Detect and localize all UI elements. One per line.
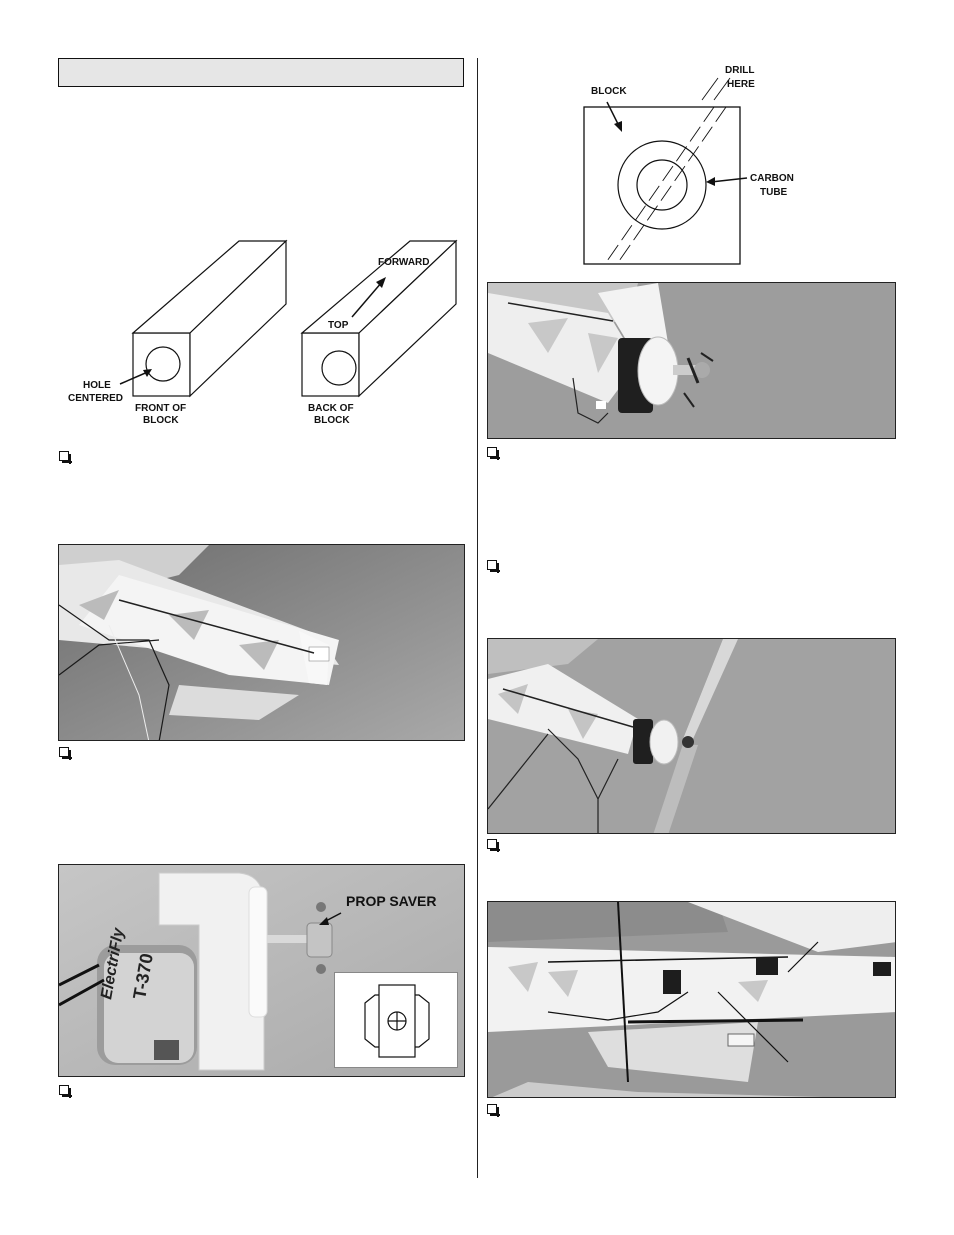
radio-gear-photo [487, 901, 896, 1098]
step-checkbox[interactable] [487, 560, 500, 573]
label-forward: FORWARD [378, 257, 429, 268]
propeller-mounted-photo [487, 638, 896, 834]
label-block: BLOCK [591, 86, 627, 97]
step-checkbox[interactable] [487, 839, 500, 852]
label-top: TOP [328, 320, 349, 331]
prop-saver-inset [334, 972, 458, 1068]
label-front-line1: FRONT OF [135, 403, 186, 414]
label-hole-line2: CENTERED [68, 393, 123, 404]
label-carbon: CARBON [750, 173, 794, 184]
back-block [300, 239, 458, 398]
label-back-line1: BACK OF [308, 403, 354, 414]
step-checkbox[interactable] [59, 1085, 72, 1098]
label-here: HERE [727, 79, 755, 90]
column-divider [477, 58, 478, 1178]
step-checkbox[interactable] [487, 1104, 500, 1117]
step-checkbox[interactable] [487, 447, 500, 460]
section-header-bar [58, 58, 464, 87]
label-back-line2: BLOCK [314, 415, 350, 426]
label-hole-line1: HOLE [83, 380, 111, 391]
block-isometric-diagram: HOLE CENTERED FRONT OF BLOCK TOP FORWARD… [68, 239, 458, 426]
label-tube: TUBE [760, 187, 788, 198]
block-drill-diagram: BLOCK DRILL HERE CARBON TUBE [583, 65, 794, 265]
front-block [131, 239, 288, 398]
label-drill: DRILL [725, 65, 754, 76]
gearbox-mounted-photo [487, 282, 896, 439]
step-checkbox[interactable] [59, 747, 72, 760]
label-front-line2: BLOCK [143, 415, 179, 426]
step-checkbox[interactable] [59, 451, 72, 464]
prop-saver-callout: PROP SAVER [346, 893, 437, 909]
fuselage-nose-photo [58, 544, 465, 741]
